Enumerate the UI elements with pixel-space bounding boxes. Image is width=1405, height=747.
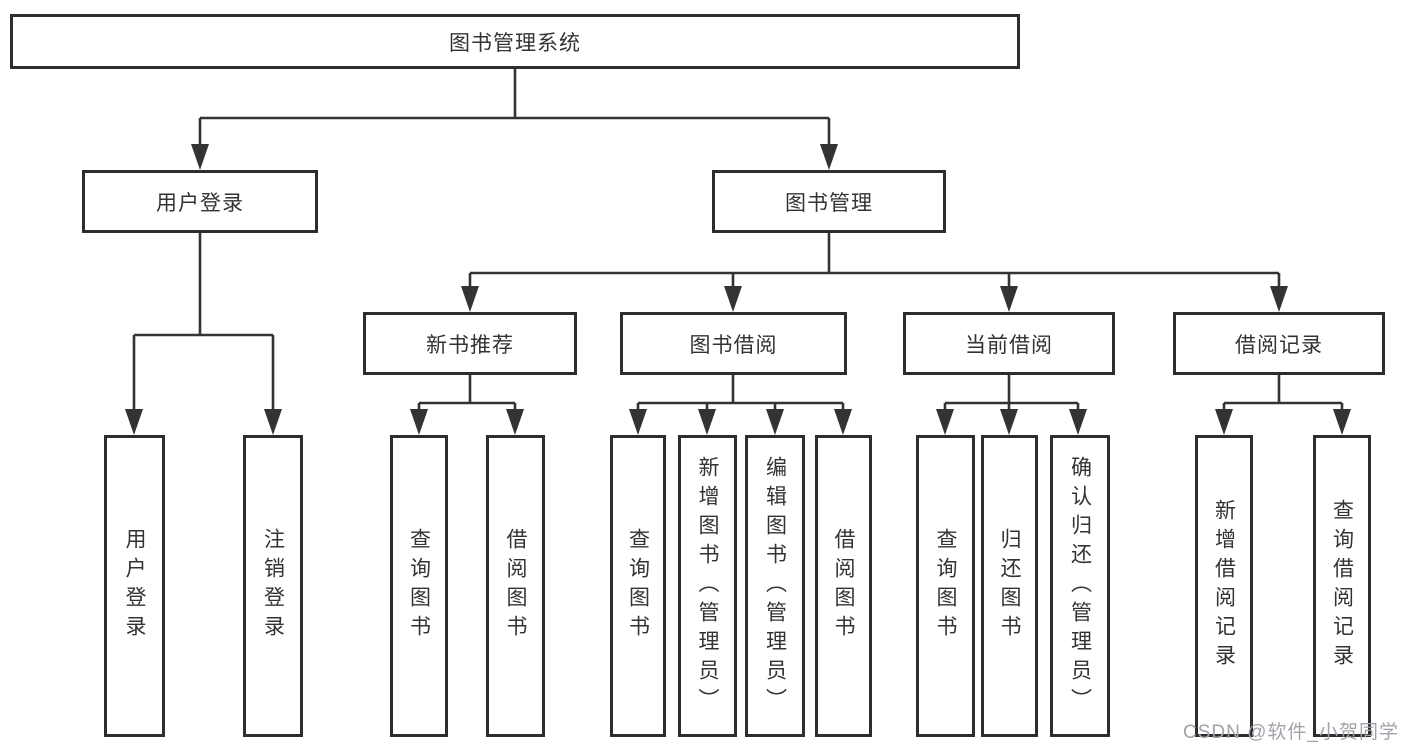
leaf-newrec-borrow-books-label: 借阅图书 — [504, 528, 527, 644]
leaf-user-login: 用户登录 — [104, 435, 165, 737]
node-user-login: 用户登录 — [82, 170, 318, 233]
arrowhead-down-icon — [264, 409, 282, 435]
connector-path — [132, 68, 1344, 411]
leaf-current-return-books: 归还图书 — [981, 435, 1038, 737]
leaf-borrow-borrow-books: 借阅图书 — [815, 435, 872, 737]
arrowhead-down-icon — [1069, 409, 1087, 435]
arrowhead-down-icon — [820, 144, 838, 170]
arrowhead-down-icon — [766, 409, 784, 435]
node-borrow-records: 借阅记录 — [1173, 312, 1385, 375]
node-book-management-label: 图书管理 — [785, 191, 873, 215]
watermark: CSDN @软件_小贺同学 — [1183, 722, 1399, 743]
node-new-book-recommend-label: 新书推荐 — [426, 333, 514, 357]
leaf-current-query-books-label: 查询图书 — [934, 528, 957, 644]
leaf-borrow-edit-books-admin: 编辑图书（管理员） — [745, 435, 805, 737]
arrowhead-down-icon — [629, 409, 647, 435]
node-current-borrow-label: 当前借阅 — [965, 333, 1053, 357]
leaf-borrow-query-books-label: 查询图书 — [626, 528, 650, 644]
leaf-user-login-label: 用户登录 — [123, 528, 146, 644]
arrowhead-down-icon — [834, 409, 852, 435]
leaf-borrow-query-books: 查询图书 — [610, 435, 666, 737]
arrowhead-down-icon — [1333, 409, 1351, 435]
arrowhead-down-icon — [506, 409, 524, 435]
node-user-login-label: 用户登录 — [156, 191, 244, 215]
node-current-borrow: 当前借阅 — [903, 312, 1115, 375]
arrowhead-down-icon — [461, 286, 479, 312]
node-book-borrow-label: 图书借阅 — [689, 333, 778, 357]
leaf-records-query-record-label: 查询借阅记录 — [1330, 499, 1354, 673]
leaf-newrec-query-books: 查询图书 — [390, 435, 448, 737]
arrowhead-down-icon — [1000, 409, 1018, 435]
leaf-logout: 注销登录 — [243, 435, 303, 737]
leaf-borrow-borrow-books-label: 借阅图书 — [832, 528, 855, 644]
node-root-label: 图书管理系统 — [449, 31, 581, 55]
arrowhead-down-icon — [410, 409, 428, 435]
arrowhead-down-icon — [698, 409, 716, 435]
leaf-records-query-record: 查询借阅记录 — [1313, 435, 1371, 737]
leaf-borrow-add-books-admin-label: 新增图书（管理员） — [696, 455, 719, 717]
leaf-logout-label: 注销登录 — [261, 528, 285, 644]
node-root: 图书管理系统 — [10, 14, 1020, 69]
node-new-book-recommend: 新书推荐 — [363, 312, 577, 375]
arrowhead-down-icon — [936, 409, 954, 435]
leaf-records-add-record: 新增借阅记录 — [1195, 435, 1253, 737]
leaf-newrec-query-books-label: 查询图书 — [407, 528, 431, 644]
node-book-management: 图书管理 — [712, 170, 946, 233]
leaf-current-return-books-label: 归还图书 — [998, 528, 1021, 644]
arrowhead-down-icon — [1270, 286, 1288, 312]
leaf-borrow-add-books-admin: 新增图书（管理员） — [678, 435, 737, 737]
arrowhead-down-icon — [191, 144, 209, 170]
leaf-newrec-borrow-books: 借阅图书 — [486, 435, 545, 737]
node-book-borrow: 图书借阅 — [620, 312, 847, 375]
leaf-current-confirm-return-admin-label: 确认归还（管理员） — [1068, 455, 1092, 717]
leaf-records-add-record-label: 新增借阅记录 — [1212, 499, 1236, 673]
leaf-current-query-books: 查询图书 — [916, 435, 975, 737]
leaf-current-confirm-return-admin: 确认归还（管理员） — [1050, 435, 1110, 737]
leaf-borrow-edit-books-admin-label: 编辑图书（管理员） — [763, 455, 787, 717]
arrowhead-down-icon — [724, 286, 742, 312]
arrowhead-down-icon — [1000, 286, 1018, 312]
node-borrow-records-label: 借阅记录 — [1235, 333, 1323, 357]
arrowhead-down-icon — [1215, 409, 1233, 435]
arrowhead-down-icon — [125, 409, 143, 435]
